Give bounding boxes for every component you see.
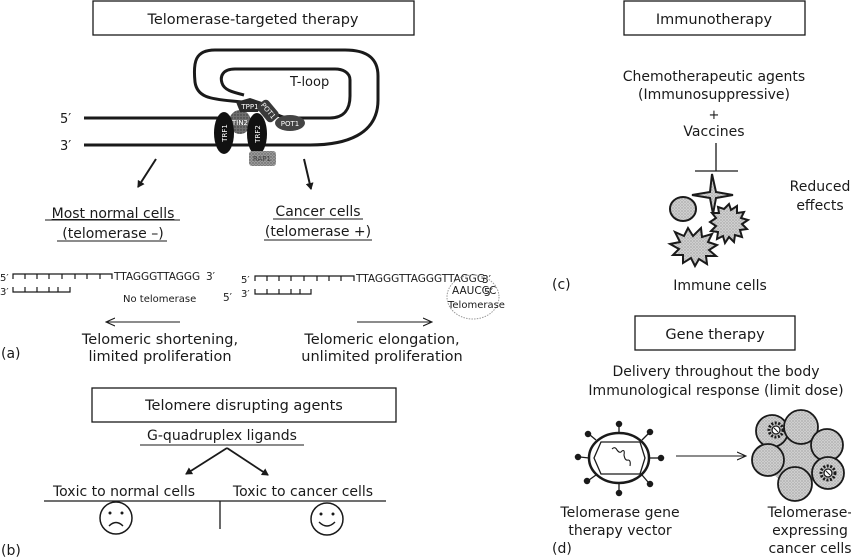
- toxic-cancer-label: Toxic to cancer cells: [232, 484, 373, 500]
- normal-outcome-line2: limited proliferation: [88, 349, 231, 365]
- tpp1-label: TPP1: [240, 103, 258, 111]
- panel-d-title-box: [634, 315, 796, 351]
- immune-cells-label: Immune cells: [673, 278, 767, 294]
- reduced-label: Reduced: [790, 179, 851, 195]
- cancer-cells-cluster-icon: [751, 409, 845, 502]
- no-telomerase-label: No telomerase: [123, 294, 196, 305]
- panel-c-title: Immunotherapy: [656, 12, 773, 28]
- panel-b-title-box: [91, 387, 397, 423]
- panel-a: Telomerase-targeted therapy T-loop 5′ 3′…: [0, 0, 505, 365]
- pot1-protein-b: [275, 115, 305, 131]
- panel-b-title: Telomere disrupting agents: [144, 398, 343, 414]
- pot1-label-b: POT1: [281, 120, 299, 128]
- normal-cells-subtitle: (telomerase –): [62, 226, 163, 242]
- effects-label: effects: [796, 198, 843, 214]
- arrow-to-normal-toxicity: [185, 447, 228, 475]
- vaccines-label: Vaccines: [683, 124, 744, 140]
- trf1-protein: [214, 112, 234, 154]
- panel-c-label: (c): [552, 277, 571, 293]
- vector-label-line1: Telomerase gene: [559, 505, 679, 521]
- delivery-label: Delivery throughout the body: [613, 364, 820, 380]
- cancer-outcome-line1: Telomeric elongation,: [303, 332, 459, 348]
- normal-telomere-ladder: 5′ 3′ TTAGGGTTAGGG 3′ No telomerase: [0, 271, 216, 305]
- rna-template: AAUCCC: [452, 285, 496, 297]
- shelterin-complex: TIN2 TPP1 POT1 POT1 TRF1 TRF2 RAP1: [214, 98, 305, 166]
- tpp1-protein: [236, 98, 262, 112]
- target-label-line3: cancer cells: [768, 541, 851, 557]
- panel-a-label: (a): [1, 346, 21, 362]
- immunological-response-label: Immunological response (limit dose): [588, 383, 843, 399]
- cancer-5-prime: 5′: [241, 275, 250, 286]
- rap1-label: RAP1: [253, 155, 271, 163]
- panel-a-title: Telomerase-targeted therapy: [146, 12, 358, 28]
- target-label-line2: expressing: [772, 523, 848, 539]
- arrow-to-cancer-cells: [303, 158, 314, 190]
- arrow-to-normal-cells: [137, 158, 157, 188]
- cancer-3-prime: 3′: [241, 289, 250, 300]
- trf2-label: TRF2: [254, 125, 262, 144]
- cancer-cells-subtitle: (telomerase +): [265, 224, 371, 240]
- trf1-label: TRF1: [221, 124, 229, 143]
- panel-d-label: (d): [552, 541, 572, 557]
- telomerase-enzyme-outline: [446, 274, 500, 320]
- strand-3-prime-label: 3′: [60, 139, 71, 154]
- tin2-label: TIN2: [231, 119, 248, 127]
- normal-cells-title: Most normal cells: [52, 206, 175, 222]
- chemotherapeutic-agents-label: Chemotherapeutic agents: [623, 69, 805, 85]
- panel-c: Immunotherapy Chemotherapeutic agents (I…: [552, 0, 851, 294]
- rna-template-5-prime: 5′: [484, 287, 494, 299]
- infected-cell-marker-2: [819, 464, 837, 482]
- happy-face-icon: [310, 502, 344, 536]
- plus-sign: +: [709, 108, 720, 123]
- normal-3-prime-end: 3′: [206, 271, 216, 283]
- immunosuppressive-label: (Immunosuppressive): [638, 87, 790, 103]
- rap1-protein: [249, 151, 276, 166]
- toxic-normal-label: Toxic to normal cells: [52, 484, 195, 500]
- panel-b: Telomere disrupting agents G-quadruplex …: [1, 387, 397, 559]
- trf2-protein: [247, 113, 267, 155]
- normal-sequence: TTAGGGTTAGGG: [113, 271, 200, 283]
- normal-outcome-line1: Telomeric shortening,: [81, 332, 238, 348]
- normal-5-prime: 5′: [0, 273, 9, 284]
- immune-cells-icon: [667, 173, 751, 269]
- pot1-protein-a: [257, 99, 279, 123]
- g-quadruplex-label: G-quadruplex ligands: [147, 428, 297, 444]
- cancer-outcome-line2: unlimited proliferation: [301, 349, 462, 365]
- panel-b-label: (b): [1, 543, 21, 559]
- cancer-bottom-5-prime: 5′: [223, 292, 233, 304]
- tin2-protein: [229, 110, 251, 134]
- cancer-3-prime-end: 3′: [482, 274, 492, 286]
- gene-therapy-vector-icon: [574, 420, 665, 497]
- target-label-line1: Telomerase-: [767, 505, 851, 521]
- arrow-to-cancer-toxicity: [226, 447, 269, 476]
- cancer-cells-title: Cancer cells: [275, 204, 360, 220]
- strand-5-prime-label: 5′: [60, 112, 71, 127]
- panel-a-title-box: [92, 0, 415, 36]
- infected-cell-marker-1: [767, 421, 785, 439]
- cancer-sequence: TTAGGGTTAGGGTTAGGG: [355, 273, 485, 285]
- cancer-telomere-ladder: 5′ 5′ 3′ TTAGGGTTAGGGTTAGGG 3′ AAUCCC 5′…: [223, 273, 505, 320]
- t-loop-label: T-loop: [289, 75, 329, 90]
- panel-d: Gene therapy Delivery throughout the bod…: [552, 315, 851, 557]
- vector-label-line2: therapy vector: [568, 523, 672, 539]
- sad-face-icon: [99, 501, 133, 535]
- telomerase-label: Telomerase: [447, 300, 505, 311]
- panel-c-title-box: [623, 0, 806, 36]
- panel-d-title: Gene therapy: [665, 327, 765, 343]
- normal-3-prime: 3′: [0, 287, 9, 298]
